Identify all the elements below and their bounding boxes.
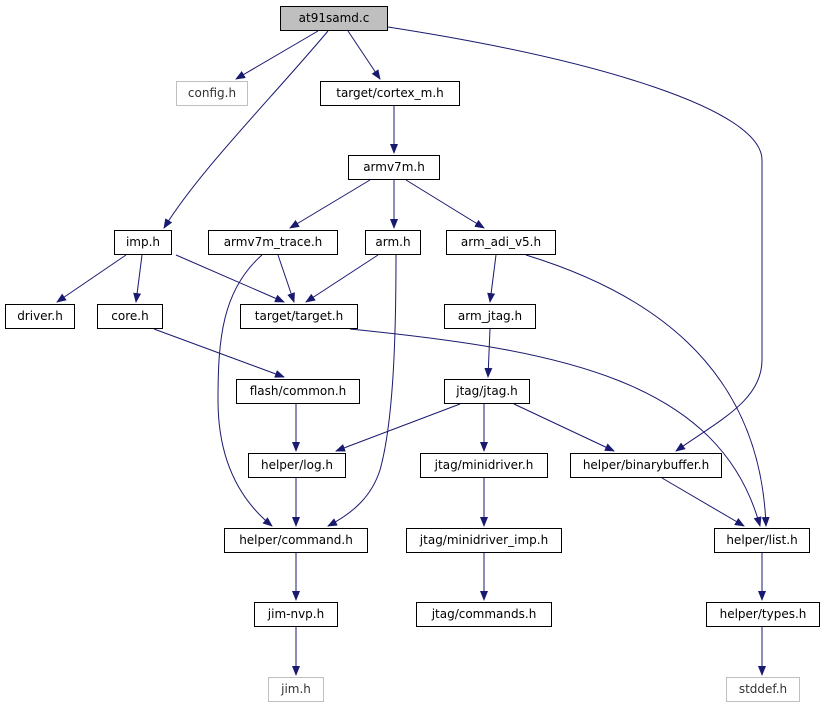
edge-helper-binarybuffer-h-to-helper-list-h	[661, 477, 745, 527]
node-helper-binarybuffer-h[interactable]: helper/binarybuffer.h	[570, 453, 722, 478]
node-jtag-minidriver-h[interactable]: jtag/minidriver.h	[420, 453, 548, 478]
node-jtag-jtag-h[interactable]: jtag/jtag.h	[444, 379, 530, 404]
edge-arm-h-to-helper-command-h	[327, 254, 397, 527]
edge-arm-h-to-target-target-h	[305, 254, 379, 303]
node-config-h: config.h	[176, 81, 248, 106]
edge-jtag-jtag-h-to-helper-binarybuffer-h	[513, 403, 615, 452]
edge-arm-jtag-h-to-jtag-jtag-h	[484, 328, 493, 378]
node-arm-adi-v5-h[interactable]: arm_adi_v5.h	[446, 230, 556, 255]
edge-at91samd-c-to-helper-binarybuffer-h	[387, 26, 763, 452]
edge-armv7m-trace-h-to-helper-command-h	[217, 254, 273, 527]
node-helper-command-h[interactable]: helper/command.h	[224, 528, 368, 553]
node-arm-h[interactable]: arm.h	[365, 230, 421, 255]
edge-armv7m-h-to-arm-adi-v5-h	[405, 179, 485, 229]
node-target-cortex-m-h[interactable]: target/cortex_m.h	[320, 81, 460, 106]
node-core-h[interactable]: core.h	[97, 304, 163, 329]
node-imp-h[interactable]: imp.h	[114, 230, 172, 255]
node-helper-types-h[interactable]: helper/types.h	[706, 602, 820, 627]
node-stddef-h: stddef.h	[726, 677, 800, 702]
edge-at91samd-c-to-imp-h	[163, 30, 329, 229]
node-helper-list-h[interactable]: helper/list.h	[714, 528, 810, 553]
node-jtag-commands-h[interactable]: jtag/commands.h	[416, 602, 552, 627]
node-driver-h[interactable]: driver.h	[5, 304, 75, 329]
edge-target-target-h-to-helper-list-h	[349, 328, 762, 527]
edge-imp-h-to-target-target-h	[175, 254, 285, 303]
edge-armv7m-h-to-armv7m-trace-h	[289, 179, 371, 229]
edge-armv7m-trace-h-to-target-target-h	[277, 254, 295, 303]
edge-imp-h-to-driver-h	[56, 254, 127, 303]
edge-arm-adi-v5-h-to-arm-jtag-h	[487, 254, 497, 303]
edge-imp-h-to-core-h	[133, 254, 143, 303]
node-at91samd-c: at91samd.c	[280, 6, 388, 31]
edge-at91samd-c-to-target-cortex-m-h	[347, 30, 381, 80]
node-armv7m-h[interactable]: armv7m.h	[348, 155, 440, 180]
node-arm-jtag-h[interactable]: arm_jtag.h	[444, 304, 536, 329]
node-jim-h: jim.h	[268, 677, 324, 702]
edge-arm-adi-v5-h-to-helper-list-h	[525, 254, 770, 527]
node-jtag-minidriver-imp-h[interactable]: jtag/minidriver_imp.h	[406, 528, 562, 553]
edge-jtag-jtag-h-to-helper-log-h	[335, 403, 461, 452]
edge-core-h-to-flash-common-h	[153, 328, 285, 378]
node-armv7m-trace-h[interactable]: armv7m_trace.h	[208, 230, 338, 255]
edge-at91samd-c-to-config-h	[235, 30, 319, 80]
node-helper-log-h[interactable]: helper/log.h	[248, 453, 346, 478]
node-jim-nvp-h[interactable]: jim-nvp.h	[254, 602, 338, 627]
node-flash-common-h[interactable]: flash/common.h	[236, 379, 360, 404]
node-target-target-h[interactable]: target/target.h	[240, 304, 358, 329]
